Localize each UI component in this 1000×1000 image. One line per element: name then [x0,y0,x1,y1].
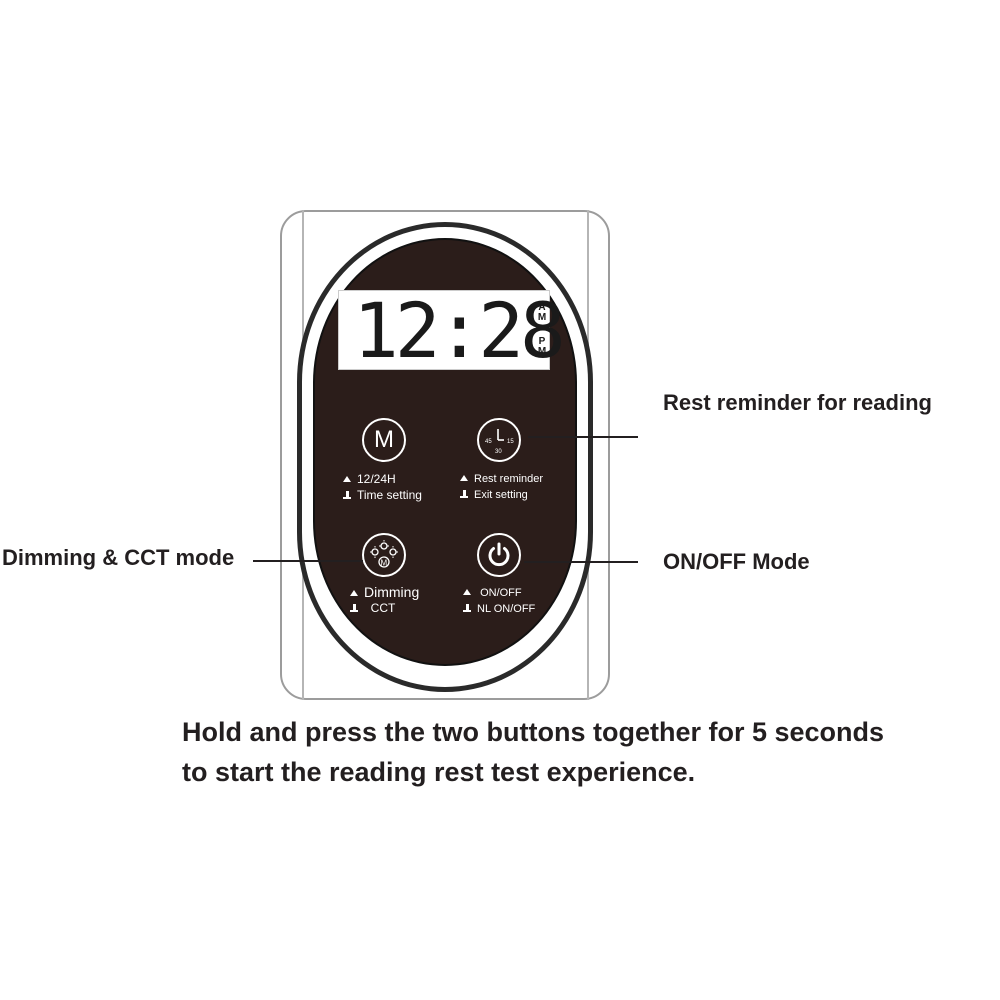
dimming-button[interactable]: M [362,533,406,577]
caption-line1: Hold and press the two buttons together … [182,717,885,747]
short-press-icon [460,475,468,481]
onoff-callout-line [524,561,638,563]
power-button-legend: ON/OFF NL ON/OFF [463,585,535,617]
dimming-button-legend: Dimming CCT [350,584,419,616]
onoff-callout: ON/OFF Mode [663,549,810,574]
mode-line2: Time setting [357,488,422,502]
long-press-icon [463,604,471,612]
rest-line1: Rest reminder [474,473,544,485]
short-press-icon [350,590,358,596]
dial-45: 45 [485,439,492,445]
dimming-line1: Dimming [364,584,420,600]
dimming-badge: M [381,559,388,568]
clock-dial-icon: 45 15 30 [485,429,514,455]
dimming-callout: Dimming & CCT mode [2,545,235,570]
power-icon [488,542,510,567]
rest-line2: Exit setting [474,489,528,501]
caption-line2: to start the reading rest test experienc… [182,757,696,787]
letter-m-icon: M [374,426,394,453]
power-line1: ON/OFF [480,587,522,599]
brightness-icon: M [370,540,398,568]
dimming-callout-line [253,560,363,562]
long-press-icon [343,491,351,499]
dimming-line2: CCT [370,601,396,615]
short-press-icon [343,476,351,482]
dial-15: 15 [507,439,514,445]
instruction-caption: Hold and press the two buttons together … [182,712,997,792]
long-press-icon [460,490,468,498]
short-press-icon [463,589,471,595]
mode-line1: 12/24H [357,472,396,486]
rest-button-legend: Rest reminder Exit setting [460,471,543,503]
rest-reminder-button[interactable]: 45 15 30 [477,418,521,462]
rest-reminder-callout: Rest reminder for reading [663,390,932,415]
power-button[interactable] [477,533,521,577]
mode-button[interactable]: M [362,418,406,462]
rest-callout-line [528,436,638,438]
long-press-icon [350,604,358,612]
dial-30: 30 [495,449,502,455]
clock-time: 12:28 [353,286,566,375]
mode-button-legend: 12/24H Time setting [343,471,422,503]
power-line2: NL ON/OFF [477,603,536,615]
